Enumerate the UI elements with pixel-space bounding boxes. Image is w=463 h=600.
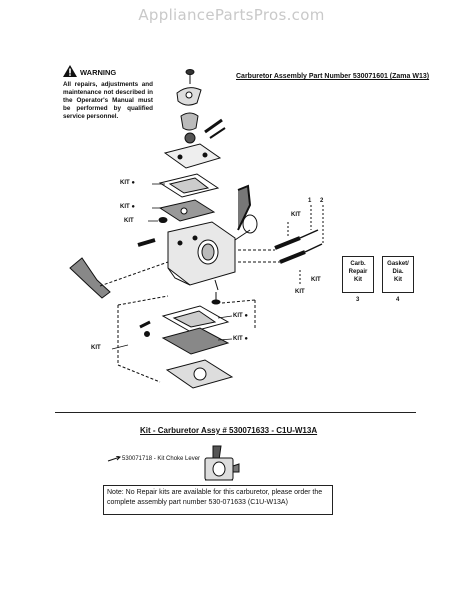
callout-number-2: 2 <box>320 198 324 204</box>
lower-gasket <box>161 305 230 333</box>
lower-screws <box>211 279 221 305</box>
callout-kit-3: KIT <box>124 218 134 224</box>
choke-lever-assembly-illustration <box>204 445 240 481</box>
kit-item-choke-lever: 530071718 - Kit Choke Lever <box>122 456 201 462</box>
gasket-dia-kit-box: Gasket/ Dia. Kit <box>382 256 414 293</box>
gasket-upper <box>158 173 220 198</box>
metering-cover <box>163 143 222 169</box>
callout-number-4: 4 <box>396 297 400 303</box>
repair-kit-note: Note: No Repair kits are available for t… <box>103 485 333 515</box>
diaphragm-upper <box>158 199 216 222</box>
section-divider <box>55 412 416 413</box>
warning-text: All repairs, adjustments and maintenance… <box>63 81 153 120</box>
callout-kit-8: KIT ● <box>233 336 248 342</box>
small-ring <box>158 217 168 223</box>
lower-diaphragm <box>161 327 230 355</box>
callout-kit-2: KIT ● <box>120 204 135 210</box>
pointer-arrow-icon <box>107 456 121 462</box>
carb-repair-kit-box: Carb. Repair Kit <box>342 256 374 293</box>
filter-cup <box>180 112 199 131</box>
callout-number-1: 1 <box>308 198 312 204</box>
side-screw <box>139 320 151 337</box>
warning-title: WARNING <box>80 68 117 77</box>
throttle-lever <box>69 257 169 299</box>
gasket-dia-line-2: Dia. <box>392 269 404 275</box>
gasket-dia-line-3: Kit <box>394 277 402 283</box>
callout-kit-4: KIT <box>291 212 301 218</box>
callout-kit-9: KIT <box>91 345 101 351</box>
carburetor-body <box>167 221 236 286</box>
callout-number-3: 3 <box>356 297 360 303</box>
needle-valve <box>184 118 226 144</box>
carb-repair-line-3: Kit <box>354 277 362 283</box>
carb-repair-line-1: Carb. <box>350 261 366 267</box>
top-cover <box>176 87 202 106</box>
top-screw <box>185 69 195 84</box>
adjust-needles <box>238 205 324 264</box>
site-watermark: AppliancePartsPros.com <box>138 6 325 24</box>
needle-leaders <box>287 222 301 285</box>
callout-kit-7: KIT ● <box>233 313 248 319</box>
carb-repair-line-2: Repair <box>348 269 368 275</box>
throttle-pin <box>137 238 156 247</box>
pump-cover <box>165 359 234 389</box>
assembly-title: Carburetor Assembly Part Number 53007160… <box>236 73 430 80</box>
choke-shaft <box>234 184 258 241</box>
kit-bracket-dashes <box>117 295 256 383</box>
kit-section-title: Kit - Carburetor Assy # 530071633 - C1U-… <box>140 426 318 435</box>
gasket-dia-line-1: Gasket/ <box>387 261 409 267</box>
callout-kit-5: KIT <box>311 277 321 283</box>
callout-kit-6: KIT <box>295 289 305 295</box>
warning-triangle-icon <box>63 65 77 77</box>
callout-kit-1: KIT ● <box>120 180 135 186</box>
